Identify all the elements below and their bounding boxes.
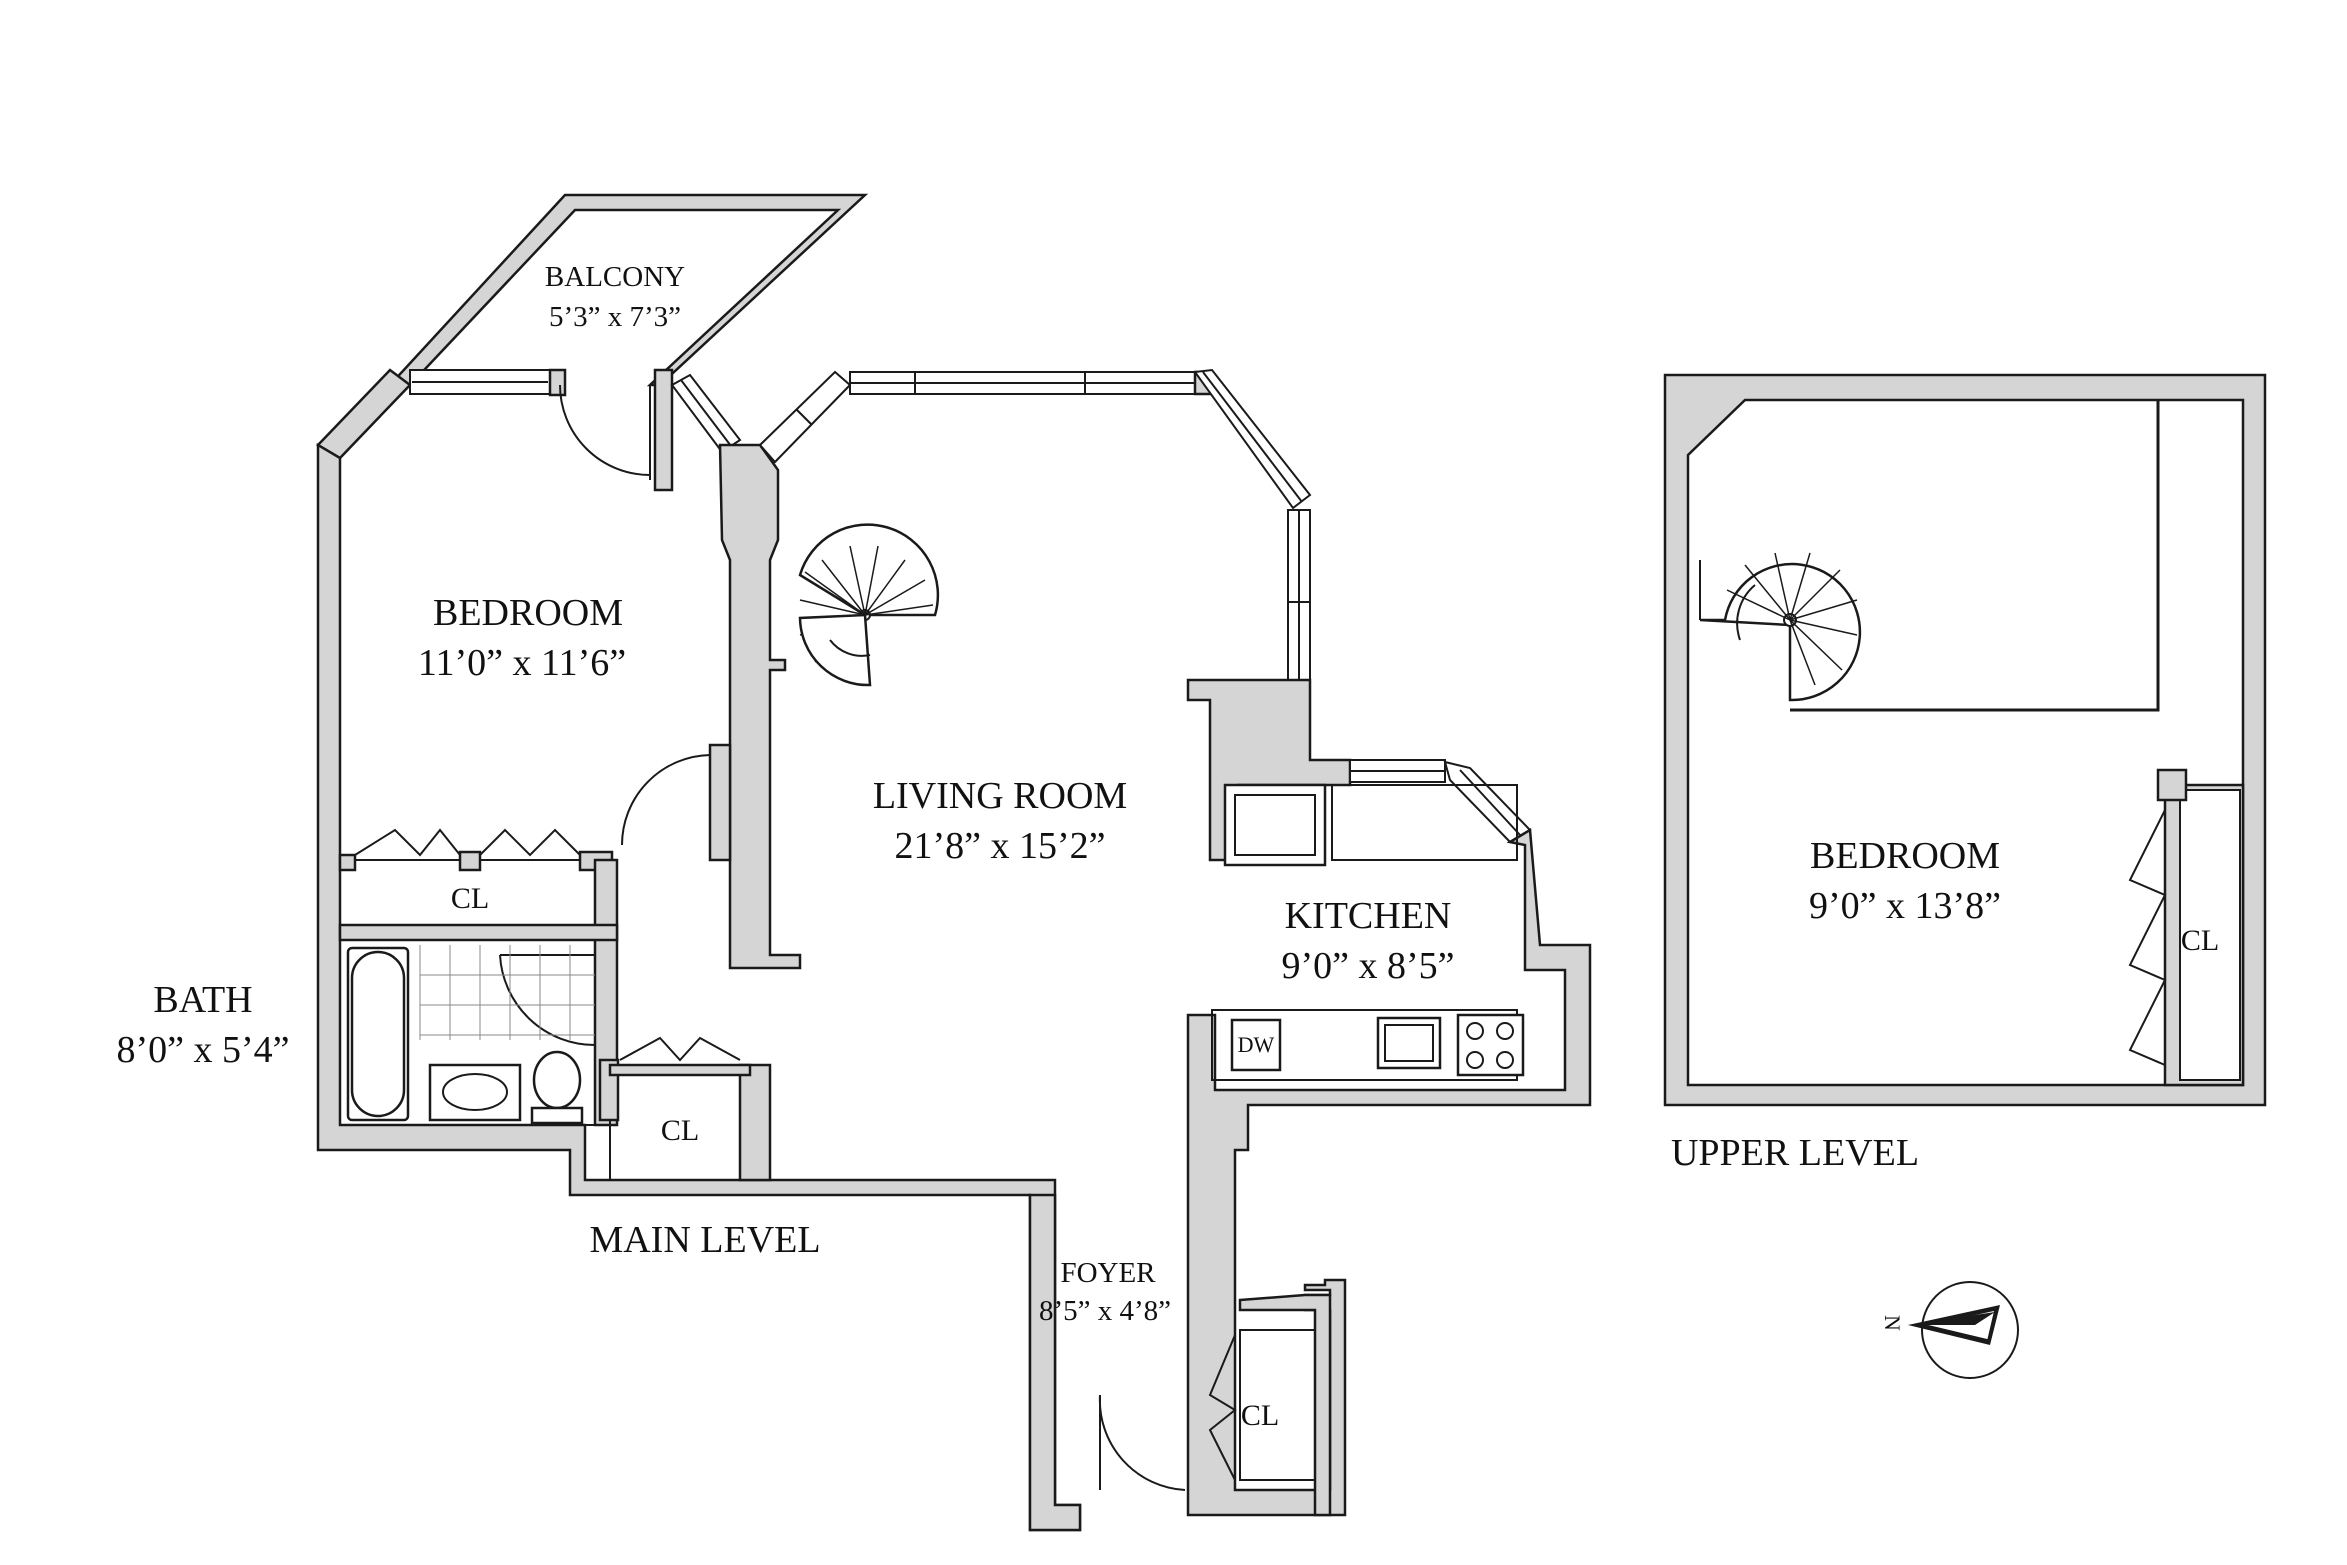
kitchen-name: KITCHEN [1285,895,1452,937]
hall-closet-label: CL [661,1114,699,1147]
upper-bedroom-dims: 9’0” x 13’8” [1809,885,2001,927]
bedroom-dims: 11’0” x 11’6” [418,642,626,684]
dishwasher [1230,1018,1282,1072]
foyer-closet [1208,1329,1316,1481]
spiral-stair-main [798,523,940,687]
compass-icon [1908,1281,2019,1379]
hall-closet [598,1036,772,1182]
main-level [316,193,1592,1532]
bath-fixtures [339,939,596,1126]
stove [1456,1013,1525,1077]
upper-level [1663,373,2267,1107]
living-room-dims: 21’8” x 15’2” [894,825,1105,867]
foyer-closet-label: CL [1241,1399,1279,1432]
compass-north-letter: N [1880,1315,1905,1331]
living-room-name: LIVING ROOM [873,775,1127,817]
balcony-dims: 5’3” x 7’3” [549,301,681,333]
bedroom-closet [338,828,619,1127]
balcony-name: BALCONY [545,261,685,293]
doors [499,384,1186,1491]
main-level-label: MAIN LEVEL [589,1219,820,1261]
kitchen-fixtures [1211,783,1525,1081]
bedroom-name: BEDROOM [433,592,623,634]
kitchen-dims: 9’0” x 8’5” [1281,945,1454,987]
toilet [532,1050,582,1110]
bath-dims: 8’0” x 5’4” [116,1029,289,1071]
foyer-dims: 8’5” x 4’8” [1039,1295,1171,1327]
bath-name: BATH [153,979,252,1021]
bedroom-closet-label: CL [451,882,489,915]
kitchen-sink [1376,1016,1442,1070]
dishwasher-label: DW [1238,1032,1275,1057]
refrigerator [1223,783,1327,867]
foyer-name: FOYER [1060,1257,1156,1289]
spiral-stair-upper [1699,552,1862,702]
upper-bedroom-name: BEDROOM [1810,835,2000,877]
upper-level-label: UPPER LEVEL [1671,1132,1919,1174]
upper-closet-label: CL [2181,924,2219,957]
